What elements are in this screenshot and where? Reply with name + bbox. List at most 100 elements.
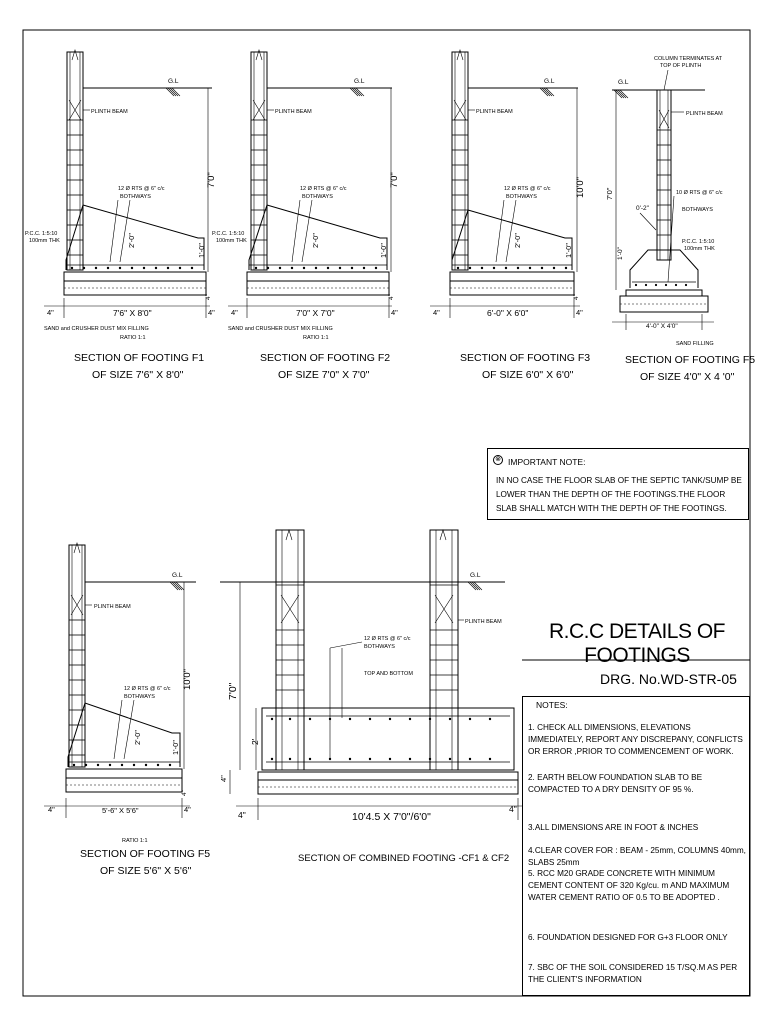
sand-filling-label: SAND FILLING	[676, 341, 714, 347]
gl-label: G.L	[618, 79, 629, 86]
note-item: 1. CHECK ALL DIMENSIONS, ELEVATIONS IMME…	[528, 723, 743, 756]
dim-1ft: 1'-0"	[617, 246, 624, 260]
dim-2ft: 2'-0"	[311, 233, 320, 248]
combined-width-dim: 10'4.5 X 7'0"/6'0"	[352, 811, 431, 823]
sand-crusher-label: SAND and CRUSHER DUST MIX FILLING	[228, 326, 333, 332]
footing-size: OF SIZE 6'0" X 6'0"	[482, 369, 574, 381]
footing-title: SECTION OF FOOTING F5	[625, 354, 755, 366]
footing-f1-section: G.L PLINTH BEAM 12 Ø RTS @ 6" c/c BOTHWA…	[25, 48, 217, 381]
important-note-box	[487, 448, 749, 520]
column	[66, 51, 84, 271]
notes-heading: NOTES:	[536, 700, 568, 710]
footing-title: SECTION OF FOOTING F1	[74, 352, 204, 364]
rts-label: 12 Ø RTS @ 6" c/c	[118, 186, 165, 192]
dim-1ft: 1'-0"	[564, 243, 573, 258]
sheet-border	[22, 29, 751, 997]
depth-dim: 10'0"	[182, 669, 193, 690]
dim-4in-left: 4"	[47, 308, 54, 317]
dim-4-1: 4"	[573, 293, 580, 300]
gl-label: G.L	[544, 78, 555, 85]
notes-box	[522, 696, 750, 996]
footing-size: OF SIZE 4'0" X 4 '0"	[640, 371, 735, 383]
depth-dim: 7'0"	[227, 682, 239, 700]
plinth-beam-label: PLINTH BEAM	[476, 109, 513, 115]
rts-label: 12 Ø RTS @ 6" c/c	[504, 186, 551, 192]
dim-4in-left: 4"	[433, 308, 440, 317]
rts-label: 10 Ø RTS @ 6" c/c	[676, 190, 723, 196]
footing-title: SECTION OF FOOTING F2	[260, 352, 390, 364]
rts-label: 12 Ø RTS @ 6" c/c	[124, 686, 171, 692]
pcc-label: P.C.C. 1:5:10	[212, 231, 244, 237]
dim-2ft: 2'-0"	[513, 233, 522, 248]
rts-bothways-label: BOTHWAYS	[124, 694, 155, 700]
ratio-label: RATIO 1:1	[303, 335, 329, 341]
plinth-beam-label: PLINTH BEAM	[465, 619, 502, 625]
sheet-title: R.C.C DETAILS OF FOOTINGS	[549, 620, 725, 667]
pcc-label: P.C.C. 1:5:10	[25, 231, 57, 237]
depth-dim: 7'0"	[206, 172, 217, 188]
width-dim: 7'0" X 7'0"	[296, 308, 335, 318]
footing-title: SECTION OF FOOTING F3	[460, 352, 590, 364]
important-note-body: IN NO CASE THE FLOOR SLAB OF THE SEPTIC …	[496, 476, 742, 513]
width-dim: 6'-0" X 6'0"	[487, 308, 528, 318]
dim-1ft: 1'-0"	[379, 243, 388, 258]
dim-2ft: 2'-0"	[127, 233, 136, 248]
footing-f5-large-section: G.L PLINTH BEAM 12 Ø RTS @ 6" c/c BOTHWA…	[44, 541, 210, 877]
note-item: 6. FOUNDATION DESIGNED FOR G+3 FLOOR ONL…	[528, 933, 728, 942]
dim-4in-right: 4"	[208, 308, 215, 317]
pcc-label: P.C.C. 1:5:10	[682, 239, 714, 245]
plinth-beam-label: PLINTH BEAM	[94, 604, 131, 610]
important-note-title: IMPORTANT NOTE:	[508, 457, 586, 467]
note-item: 4.CLEAR COVER FOR : BEAM - 25mm, COLUMNS…	[528, 846, 746, 867]
dim-4-1: 4"	[205, 293, 212, 300]
column-note-1: COLUMN TERMINATES AT	[654, 56, 723, 62]
footing-size: OF SIZE 7'6" X 8'0"	[92, 369, 184, 381]
width-dim: 5'-6" X 5'6"	[102, 806, 139, 815]
dim-4in-left: 4"	[231, 308, 238, 317]
dim-4in-right: 4"	[576, 308, 583, 317]
warning-icon: ⊗	[493, 455, 503, 465]
footing-size: OF SIZE 7'0" X 7'0"	[278, 369, 370, 381]
dim-0-2: 0'-2"	[636, 205, 650, 212]
ratio-label: RATIO 1:1	[120, 335, 146, 341]
plinth-beam-label: PLINTH BEAM	[275, 109, 312, 115]
dim-4-1: 4"	[181, 789, 188, 796]
dim-4-right: 4"	[509, 804, 517, 814]
depth-dim: 7'0"	[389, 172, 400, 188]
footing-f5-small-section: COLUMN TERMINATES AT TOP OF PLINTH G.L P…	[605, 56, 755, 383]
depth-dim: 10'0"	[575, 177, 586, 198]
rts-bothways-label: BOTHWAYS	[302, 194, 333, 200]
dim-1ft: 1'-0"	[197, 243, 206, 258]
rts-bothways-label: BOTHWAYS	[682, 207, 713, 213]
pcc-thk-label: 100mm THK	[684, 246, 715, 252]
rts-label: 12 Ø RTS @ 6" c/c	[300, 186, 347, 192]
gl-label: G.L	[172, 572, 183, 579]
column-note-2: TOP OF PLINTH	[660, 63, 701, 69]
note-item: 2. EARTH BELOW FOUNDATION SLAB TO BE COM…	[528, 773, 703, 794]
note-item: 5. RCC M20 GRADE CONCRETE WITH MINIMUM C…	[528, 869, 730, 902]
dim-4-1: 4"	[388, 293, 395, 300]
ratio-label: RATIO 1:1	[122, 838, 148, 844]
plinth-beam-label: PLINTH BEAM	[91, 109, 128, 115]
width-dim: 4'-0" X 4'0"	[646, 323, 678, 330]
gl-label: G.L	[470, 572, 481, 579]
plinth-beam-label: PLINTH BEAM	[686, 111, 723, 117]
dim-4-left: 4"	[238, 810, 246, 820]
dim-4in-right: 4"	[184, 805, 191, 814]
pcc-thk-label: 100mm THK	[216, 238, 247, 244]
note-item: 7. SBC OF THE SOIL CONSIDERED 15 T/SQ.M …	[528, 963, 738, 984]
dim-4-vertical: 4"	[219, 775, 228, 782]
combined-footing-section: G.L PLINTH BEAM 12 Ø RTS @ 6" c/c BOTHWA…	[219, 528, 522, 864]
rts-bothways-label: BOTHWAYS	[364, 644, 395, 650]
sand-crusher-label: SAND and CRUSHER DUST MIX FILLING	[44, 326, 149, 332]
dim-4in-left: 4"	[48, 805, 55, 814]
dim-4in-right: 4"	[391, 308, 398, 317]
gl-label: G.L	[354, 78, 365, 85]
note-item: 3.ALL DIMENSIONS ARE IN FOOT & INCHES	[528, 823, 699, 832]
top-bottom-label: TOP AND BOTTOM	[364, 671, 413, 677]
dim-1ft: 1'-0"	[171, 740, 180, 755]
footing-f2-section: G.L PLINTH BEAM 12 Ø RTS @ 6" c/c BOTHWA…	[212, 48, 400, 381]
dim-2ft: 2'-0"	[133, 730, 142, 745]
